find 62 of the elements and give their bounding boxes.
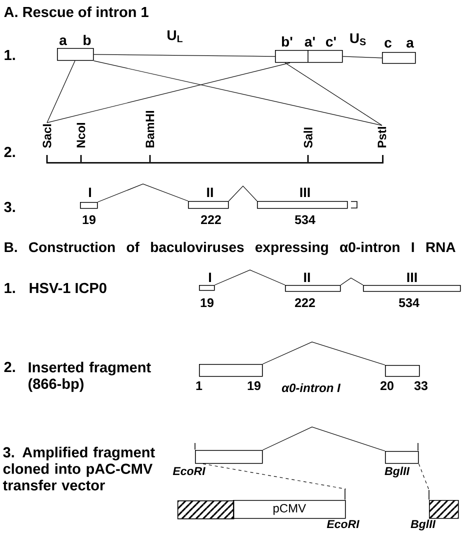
exon-numeral: III [407, 272, 417, 282]
site-label: PstI [378, 127, 386, 148]
site-label: BglII [384, 466, 410, 478]
position-number: 33 [414, 381, 428, 390]
mapping-line [94, 60, 382, 126]
promoter-box: pCMV [233, 500, 346, 519]
panel-title: B. Construction of baculoviruses expressing α0-intron I RNA [4, 242, 456, 255]
site-label: NcoI [76, 123, 86, 148]
step-label: Inserted fragment (866-bp) [28, 362, 151, 392]
dashed-line [418, 464, 430, 490]
site-label: BglII [410, 520, 436, 530]
step-number: 2. [4, 146, 15, 157]
hatched-box [177, 500, 234, 520]
edge-label: α0-intron I [280, 382, 342, 394]
edge-label: U$_{L}$ [166, 29, 184, 44]
exon-numeral: I [89, 188, 91, 197]
exon-numeral: III [300, 188, 310, 197]
length-number: 19 [82, 215, 96, 224]
length-number: 222 [295, 298, 315, 307]
genome-line [342, 56, 382, 58]
position-number: 19 [248, 381, 260, 390]
site-label: SalI [304, 128, 312, 148]
intron-line [214, 270, 286, 286]
region-letter: a [60, 37, 67, 46]
genome-line [94, 54, 276, 57]
step-number: 1. [4, 283, 15, 293]
length-number: 222 [201, 215, 221, 224]
region-letter: a' [304, 36, 315, 47]
step-label: 3. Amplified fragment cloned into pAC-CMV transfer vector [2, 446, 155, 490]
step-number: 2. [4, 362, 15, 372]
region-letter: b [84, 34, 91, 46]
region-letter: c [384, 40, 392, 48]
position-number: 20 [380, 381, 394, 390]
site-label: BamHI [146, 111, 154, 148]
site-label: SacI [42, 124, 52, 148]
exon-numeral: I [209, 272, 211, 282]
site-label: EcoRI [326, 520, 360, 528]
restriction-map [46, 155, 384, 164]
intron-line [228, 186, 258, 202]
mapping-line [284, 62, 382, 126]
intron-line [262, 426, 386, 452]
panel-title: A. Rescue of intron 1 [4, 6, 148, 18]
exon-numeral: II [304, 272, 310, 282]
intron-line [98, 184, 188, 202]
length-number: 534 [398, 298, 420, 308]
region-letter: c' [326, 36, 336, 47]
intron-line [340, 278, 364, 286]
mapping-line [46, 60, 76, 124]
exon-numeral: II [207, 188, 213, 197]
step-number: 1. [4, 50, 15, 60]
length-number: 534 [294, 215, 316, 224]
site-label: EcoRI [172, 467, 206, 476]
position-number: 1 [196, 381, 202, 390]
region-letter: a [406, 40, 414, 48]
intron-line [262, 342, 386, 366]
region-letter: b' [282, 36, 292, 47]
step-label: HSV-1 ICP0 [30, 282, 106, 294]
mapping-line [46, 62, 290, 124]
step-number: 3. [4, 202, 15, 212]
dashed-line [202, 464, 346, 490]
edge-label: U$_{S}$ [348, 32, 368, 46]
length-number: 19 [200, 298, 214, 308]
